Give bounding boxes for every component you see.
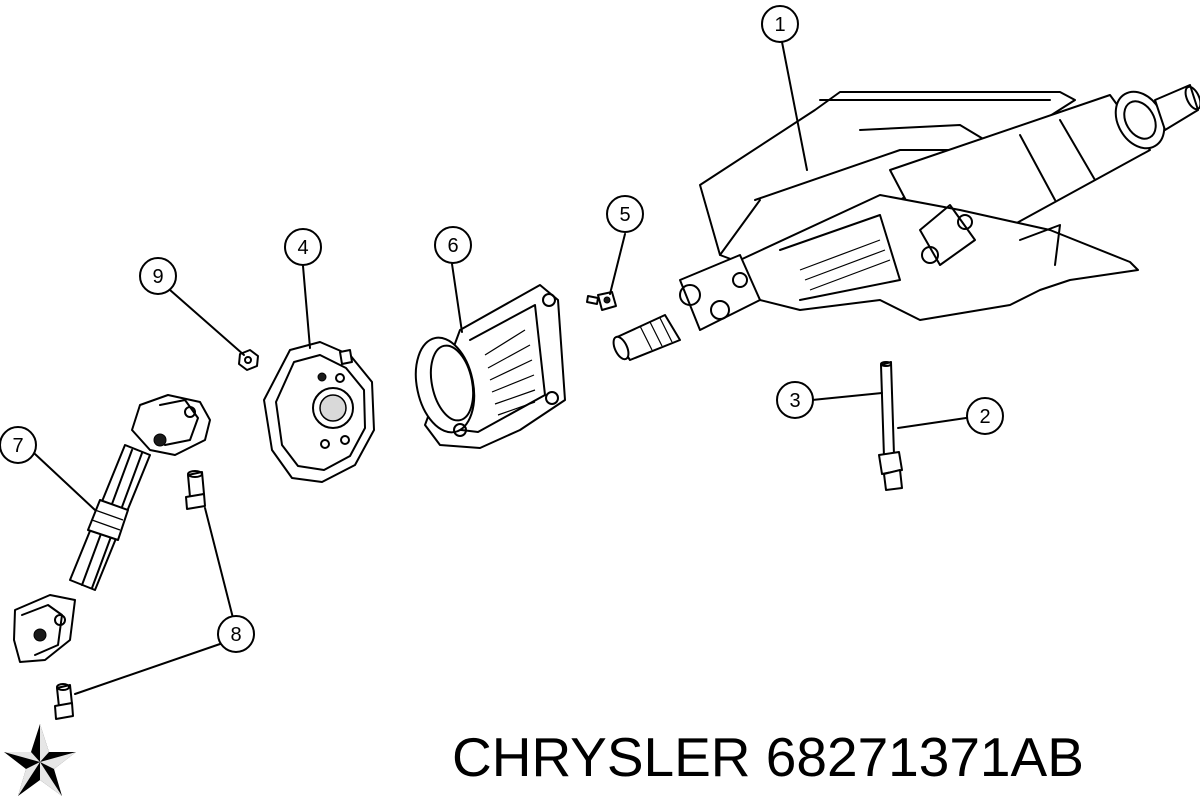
callout-5-label: 5 (619, 204, 630, 226)
callout-3-label: 3 (789, 390, 800, 412)
part-4-flange-plate (263, 265, 375, 483)
callout-6-label: 6 (447, 235, 458, 257)
callout-8: 8 (217, 615, 255, 653)
part-7-intermediate-shaft (13, 394, 211, 663)
callout-8-label: 8 (230, 624, 241, 646)
callout-9-label: 9 (152, 266, 163, 288)
callout-7: 7 (0, 426, 37, 464)
callout-5: 5 (606, 195, 644, 233)
part-8-bolts (54, 470, 234, 720)
callout-2-label: 2 (979, 406, 990, 428)
callout-4-label: 4 (297, 237, 308, 259)
callout-2: 2 (966, 397, 1004, 435)
callout-6: 6 (434, 226, 472, 264)
part-6-boot-seal (414, 263, 566, 449)
callout-7-label: 7 (12, 435, 23, 457)
callout-1-label: 1 (774, 14, 785, 36)
callout-3: 3 (776, 381, 814, 419)
callout-4: 4 (284, 228, 322, 266)
part-5-bolt (586, 233, 626, 311)
pentastar-icon (4, 724, 76, 796)
callout-1: 1 (761, 5, 799, 43)
part-number-caption: CHRYSLER 68271371AB (452, 726, 1084, 788)
part-1-steering-column (612, 41, 1200, 361)
part-9-nut (169, 289, 259, 371)
callout-9: 9 (139, 257, 177, 295)
part-2-3-bolt (811, 361, 967, 491)
